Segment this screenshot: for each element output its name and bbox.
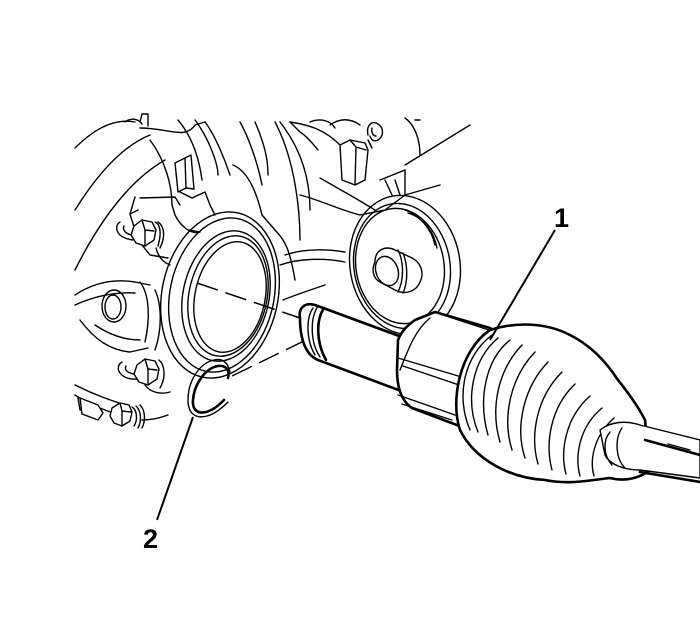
- retaining-ring: [187, 358, 231, 418]
- centerline: [196, 282, 301, 319]
- knuckle-housing: [74, 113, 471, 301]
- callout-1-leader: [489, 229, 556, 341]
- knuckle-flange: [74, 196, 181, 421]
- callout-2-label: 2: [143, 524, 159, 554]
- callout-2-leader: [156, 416, 194, 521]
- drive-axle-shaft: [298, 302, 700, 484]
- callout-1-label: 1: [554, 203, 570, 233]
- bolt-middle: [117, 358, 171, 394]
- bolt-lower: [109, 402, 169, 429]
- ring-alignment-line: [231, 339, 307, 377]
- bolt-upper: [116, 219, 171, 266]
- axle-seal-bore: [159, 211, 281, 379]
